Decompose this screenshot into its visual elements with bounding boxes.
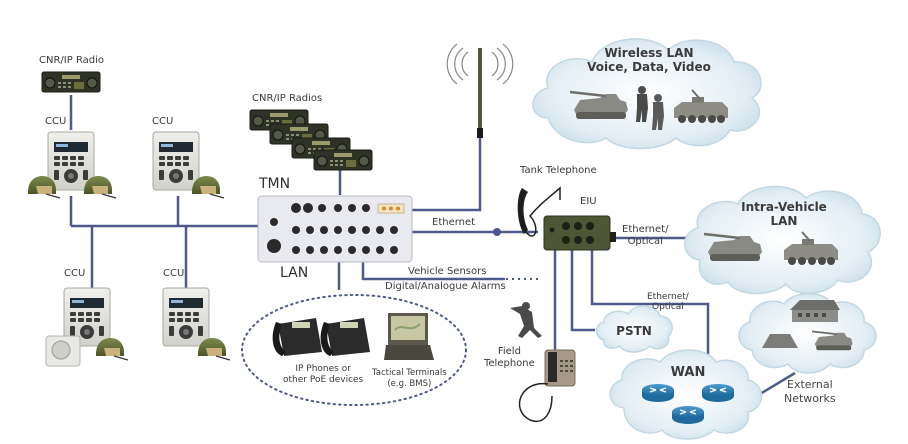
label-field-telephone: Field Telephone bbox=[484, 346, 535, 370]
ethernet-junction bbox=[493, 228, 501, 236]
ccu-bottom-left bbox=[45, 287, 129, 367]
label-line: Optical bbox=[627, 236, 663, 247]
label-eiu: EIU bbox=[580, 196, 597, 207]
label-line: other PoE devices bbox=[283, 375, 364, 385]
link-vehicle-sensors bbox=[361, 262, 505, 281]
ip-phone-icon bbox=[272, 318, 322, 356]
label-line: Networks bbox=[784, 392, 836, 405]
connection-lines bbox=[69, 95, 796, 396]
speaker-icon bbox=[45, 335, 81, 367]
title-line: Voice, Data, Video bbox=[587, 60, 711, 74]
radio-stack-icon bbox=[249, 109, 373, 171]
label-line: Telephone bbox=[484, 358, 535, 369]
cloud-wireless-lan bbox=[532, 38, 762, 150]
cnr-radio-icon bbox=[41, 71, 101, 93]
label-tactical-terminals: Tactical Terminals (e.g. BMS) bbox=[372, 368, 447, 390]
label-external-networks: External Networks bbox=[784, 378, 836, 406]
ccu-icon bbox=[152, 131, 200, 191]
label-ccu-top-left: CCU bbox=[45, 116, 67, 127]
field-telephone-icon bbox=[518, 349, 576, 423]
building-icon bbox=[790, 300, 840, 322]
ccu-icon bbox=[47, 131, 95, 191]
label-line: Ethernet/ bbox=[622, 224, 669, 235]
cloud-external-networks bbox=[738, 292, 877, 374]
link-tmn-antenna bbox=[412, 105, 482, 212]
label-line: Field bbox=[497, 346, 521, 357]
tmn-unit-icon bbox=[257, 195, 413, 263]
label-tmn: TMN bbox=[259, 176, 291, 192]
ccu-top-right bbox=[152, 131, 225, 199]
label-line: Optical bbox=[652, 302, 684, 312]
label-cnr-radios: CNR/IP Radios bbox=[252, 93, 323, 104]
lan-boundary bbox=[241, 294, 467, 406]
title-line: Wireless LAN bbox=[604, 46, 694, 60]
label-ethernet-optical-2: Ethernet/ Optical bbox=[647, 292, 689, 312]
label-line: Ethernet/ bbox=[647, 292, 689, 302]
antenna-icon bbox=[446, 43, 514, 138]
label-ccu-top-right: CCU bbox=[152, 116, 174, 127]
label-vehicle-sensors: Vehicle Sensors bbox=[408, 266, 487, 277]
label-ccu-bottom-left: CCU bbox=[64, 268, 86, 279]
router-icon bbox=[671, 405, 705, 425]
cloud-wan bbox=[609, 349, 763, 440]
kneeling-soldier-icon bbox=[510, 302, 542, 338]
link-eiu-pstn bbox=[570, 250, 595, 332]
router-icon bbox=[641, 383, 675, 403]
label-ethernet: Ethernet bbox=[432, 217, 476, 228]
title-pstn: PSTN bbox=[616, 324, 652, 338]
ccu-icon bbox=[162, 287, 210, 347]
label-line: (e.g. BMS) bbox=[387, 379, 432, 389]
cloud-intra-vehicle-lan bbox=[684, 185, 881, 295]
cloud-pstn bbox=[595, 305, 673, 353]
ip-phone-icon bbox=[320, 318, 370, 356]
title-intra-vehicle-lan: Intra-Vehicle LAN bbox=[734, 200, 834, 228]
eiu-unit-icon bbox=[543, 215, 616, 251]
router-icon bbox=[701, 383, 735, 403]
label-line: External bbox=[787, 378, 833, 391]
label-ethernet-optical-1: Ethernet/ Optical bbox=[622, 224, 668, 248]
label-ip-phones: IP Phones or other PoE devices bbox=[283, 364, 363, 386]
link-wan-external bbox=[759, 371, 796, 396]
laptop-icon bbox=[384, 313, 434, 360]
title-line: Intra-Vehicle bbox=[741, 200, 827, 214]
label-line: Tactical Terminals bbox=[372, 368, 447, 378]
label-lan: LAN bbox=[280, 265, 309, 281]
label-alarms: Digital/Analogue Alarms bbox=[385, 281, 506, 292]
label-tank-telephone: Tank Telephone bbox=[520, 165, 597, 176]
tent-icon bbox=[762, 334, 798, 348]
ccu-bottom-right bbox=[162, 287, 231, 361]
label-line: IP Phones or bbox=[295, 364, 351, 374]
title-wan: WAN bbox=[670, 365, 706, 380]
title-line: LAN bbox=[770, 214, 798, 228]
title-wireless-lan: Wireless LAN Voice, Data, Video bbox=[584, 46, 714, 74]
label-ccu-bottom-right: CCU bbox=[163, 268, 185, 279]
label-cnr-radio: CNR/IP Radio bbox=[39, 55, 105, 66]
ccu-top-left bbox=[27, 131, 117, 199]
link-eiu-wan bbox=[590, 250, 710, 360]
handset-icon bbox=[517, 186, 561, 237]
